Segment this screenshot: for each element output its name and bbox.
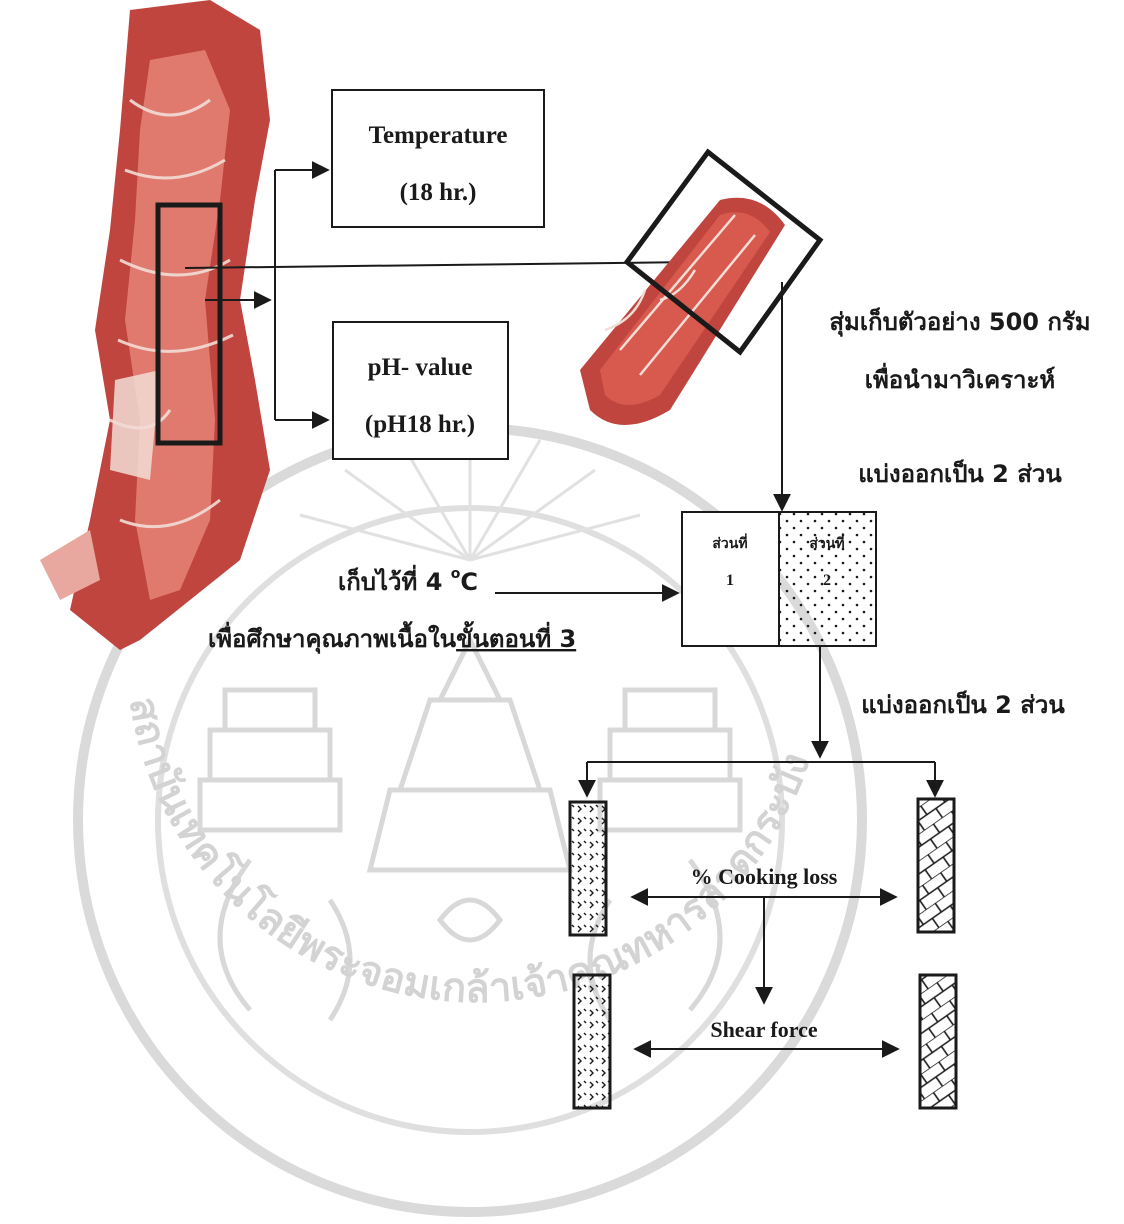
- temperature-label: Temperature: [369, 122, 508, 149]
- split-label-1: แบ่งออกเป็น 2 ส่วน: [858, 459, 1062, 488]
- split-label-2: แบ่งออกเป็น 2 ส่วน: [861, 690, 1065, 719]
- storage-line2: เพื่อศึกษาคุณภาพเนื้อในขั้นตอนที่ 3: [208, 620, 576, 655]
- portion-2-number: 2: [823, 572, 831, 589]
- cooking-loss-label: % Cooking loss: [691, 864, 838, 889]
- storage-line1: เก็บไว้ที่ 4 oC: [338, 564, 478, 596]
- temperature-duration: (18 hr.): [400, 179, 477, 206]
- sample-block-right-bottom: [920, 975, 956, 1108]
- portion-1-number: 1: [726, 572, 734, 589]
- ph-duration: (pH18 hr.): [365, 411, 475, 438]
- pork-loin-image: [580, 198, 785, 425]
- sample-label-line2: เพื่อนำมาวิเคราะห์: [865, 362, 1055, 394]
- ph-label: pH- value: [368, 354, 473, 381]
- sample-label-line1: สุ่มเก็บตัวอย่าง 500 กรัม: [829, 307, 1090, 338]
- sample-block-right-top: [918, 799, 954, 932]
- temperature-box: Temperature (18 hr.): [332, 90, 544, 227]
- portion-2-label: ส่วนที่: [809, 533, 844, 552]
- to-loin-arrow: [185, 262, 695, 268]
- storage-note: เก็บไว้ที่ 4 oC เพื่อศึกษาคุณภาพเนื้อในข…: [208, 564, 678, 655]
- shear-force-label: Shear force: [710, 1017, 818, 1042]
- sample-block-left-top: [570, 802, 606, 935]
- sample-block-left-bottom: [574, 975, 610, 1108]
- portion-1-label: ส่วนที่: [712, 533, 747, 552]
- portion-split-box: ส่วนที่ 1 ส่วนที่ 2: [682, 512, 876, 646]
- pork-carcass-image: [40, 0, 270, 650]
- ph-box: pH- value (pH18 hr.): [333, 322, 508, 459]
